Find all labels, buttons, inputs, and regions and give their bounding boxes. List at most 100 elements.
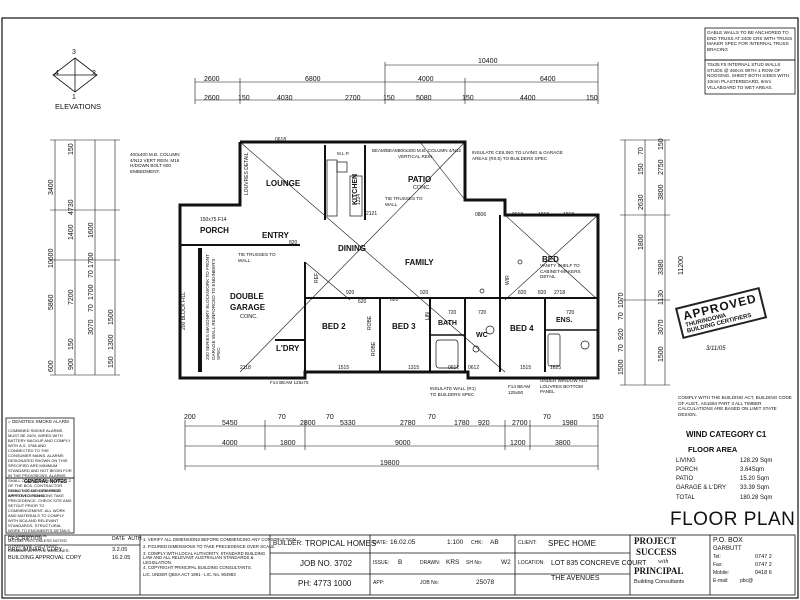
dim-right-c3-6: 920 — [618, 328, 625, 340]
dim-left-c3-8: 150 — [108, 356, 115, 368]
tb-location-2: THE AVENUES — [551, 575, 600, 582]
room-wc: WC — [476, 332, 488, 339]
dimension-lines-bottom — [184, 420, 599, 470]
tb-jobno: 25078 — [476, 579, 495, 586]
dim-top-r2-6: 150 — [462, 95, 474, 102]
room-porch: PORCH — [200, 226, 229, 235]
tb-condition-2: 3. COMPLY WITH LOCAL AUTHORITY, STANDARD… — [143, 551, 266, 565]
dim-bot-r1-2: 70 — [278, 414, 286, 421]
room-garage-sub: CONC. — [240, 314, 258, 320]
tb-firm-5: Building Consultants — [634, 579, 685, 585]
dim-top-r2-5: 5080 — [416, 95, 432, 102]
int-dim-24: 1818 — [563, 212, 575, 218]
int-dim-17: 0612 — [468, 365, 480, 371]
dim-bot-overall: 19800 — [380, 460, 400, 467]
dim-bot-r1-0: 200 — [184, 414, 196, 421]
dim-bot-r2-3: 1200 — [510, 440, 526, 447]
dim-left-c3-6: 1500 — [108, 309, 115, 325]
dim-right-c1-0: 11200 — [678, 256, 685, 275]
int-dim-18: 2118 — [240, 365, 251, 371]
floor-area-label-patio: PATIO — [676, 476, 694, 482]
dim-bot-r1-12: 1980 — [562, 420, 578, 427]
tb-issue: B — [398, 559, 403, 566]
tb-date: 16.02.05 — [390, 539, 416, 546]
floor-area-value-patio: 15.20 Sqm — [740, 476, 770, 482]
dim-top-r2-2: 4030 — [277, 95, 293, 102]
int-dim-4: 820 — [538, 290, 547, 296]
tb-email-label: E-mail: — [713, 578, 729, 584]
tb-builder: TROPICAL HOMES — [305, 539, 377, 548]
int-dim-0: 820 — [289, 240, 298, 246]
dim-right-c2-3: 3380 — [658, 259, 665, 275]
int-dim-2: 920 — [420, 290, 429, 296]
floor-area-value-total: 180.28 Sqm — [740, 495, 773, 501]
tb-chk: AB — [490, 539, 499, 546]
kitchen-counters — [326, 159, 363, 217]
note-gable: GABLE WALLS TO BE ANCHORED TO END TRUSS … — [707, 30, 793, 53]
dim-left-c3-0: 1600 — [88, 222, 95, 238]
tb-rev-0-date: 3.2.05 — [112, 547, 128, 553]
note-under-window: UNDER WINDOW ADJ LOUVRES BOTTOM PANEL — [540, 378, 588, 395]
dim-right-c3-4: 1070 — [618, 292, 625, 308]
stud-wall-note-box — [704, 59, 796, 95]
tb-scale: 1:100 — [447, 539, 464, 546]
tb-location-label: LOCATION: — [518, 560, 545, 566]
dim-bot-r2-0: 4000 — [222, 440, 238, 447]
dim-left-c2-0: 150 — [68, 143, 75, 155]
floor-area-label-total: TOTAL — [676, 495, 695, 501]
int-dim-1: 920 — [346, 290, 355, 296]
dim-bot-r1-1: 5450 — [222, 420, 238, 427]
int-dim-10: 2121 — [366, 211, 378, 217]
floor-area-value-garage: 33.39 Sqm — [740, 485, 770, 491]
tb-location: LOT 835 CONCREVE COURT — [551, 560, 647, 567]
room-lounge: LOUNGE — [266, 179, 301, 188]
int-dim-22: 0806 — [475, 212, 487, 218]
dim-bot-r1-3: 2800 — [300, 420, 316, 427]
room-linen: LIN — [425, 312, 431, 320]
int-dim-3: 820 — [518, 290, 527, 296]
stamp-date: 3/11/05 — [706, 346, 726, 352]
dim-bot-r2-2: 9000 — [395, 440, 411, 447]
dim-top-r2-3: 2700 — [345, 95, 361, 102]
dim-bot-r1-6: 2780 — [400, 420, 416, 427]
note-insulate-wall: INSULATE WALL (R1) TO BUILDERS SPEC — [430, 386, 476, 397]
int-dim-19: 1818 — [538, 212, 550, 218]
floor-area-value-porch: 3.64Sqm — [740, 467, 765, 473]
room-double-garage-1: DOUBLE — [230, 292, 264, 301]
tb-tel: 0747 2 — [755, 554, 772, 560]
elevation-number-3: 3 — [72, 49, 76, 56]
general-notes-title: GENERAL NOTES — [24, 479, 67, 485]
tb-job: JOB NO. 3702 — [300, 559, 353, 568]
floor-plan-walls — [178, 140, 600, 380]
note-louvres: LOUVRES DETAIL — [244, 152, 250, 195]
dim-top-r2-4: 150 — [383, 95, 395, 102]
bathroom-fixtures — [435, 259, 590, 369]
general-notes-body: DO NOT SCALE DRAWINGS. WRITTEN DIMENSION… — [8, 488, 72, 553]
tb-rev-1-date: 16.2.05 — [112, 555, 131, 561]
dim-left-c3-1: 1700 — [88, 252, 95, 268]
int-dim-13: 1515 — [338, 365, 350, 371]
dimension-lines-left — [50, 139, 120, 376]
dim-right-c2-6: 1500 — [658, 346, 665, 362]
int-dim-5: 720 — [478, 310, 487, 316]
elevation-number-4: 4 — [55, 70, 59, 77]
int-dim-12: 0618 — [275, 137, 287, 143]
note-stud-walls: 70x35 F5 INTERNAL STUD WALLS STUDS @ 450… — [707, 62, 790, 90]
room-ref: REF — [314, 273, 320, 283]
tb-firm-4: PRINCIPAL — [634, 566, 684, 576]
room-bed-master: BED — [542, 255, 559, 264]
note-block-fill: 200 BLOCK FILL — [181, 291, 187, 330]
dim-left-c3-7: 1300 — [108, 334, 115, 350]
int-dim-6: 720 — [448, 310, 457, 316]
dim-right-c2-0: 150 — [658, 138, 665, 150]
dim-top-r1-0: 2600 — [204, 76, 220, 83]
dim-right-c3-7: 70 — [618, 344, 625, 352]
tb-condition-0: 1. VERIFY ALL DIMENSIONS BEFORE COMMENCI… — [143, 537, 298, 542]
int-dim-23: 0618 — [512, 212, 524, 218]
note-mlp: M.L.P. — [337, 151, 350, 156]
dim-bot-r2-4: 3800 — [555, 440, 571, 447]
title-block-lines — [4, 534, 796, 596]
int-dim-9: 620 — [358, 299, 367, 305]
note-beam-f14-1: F14 BEAM 125x75 — [270, 380, 309, 385]
tb-builder-label: BUILDER: — [273, 540, 303, 547]
